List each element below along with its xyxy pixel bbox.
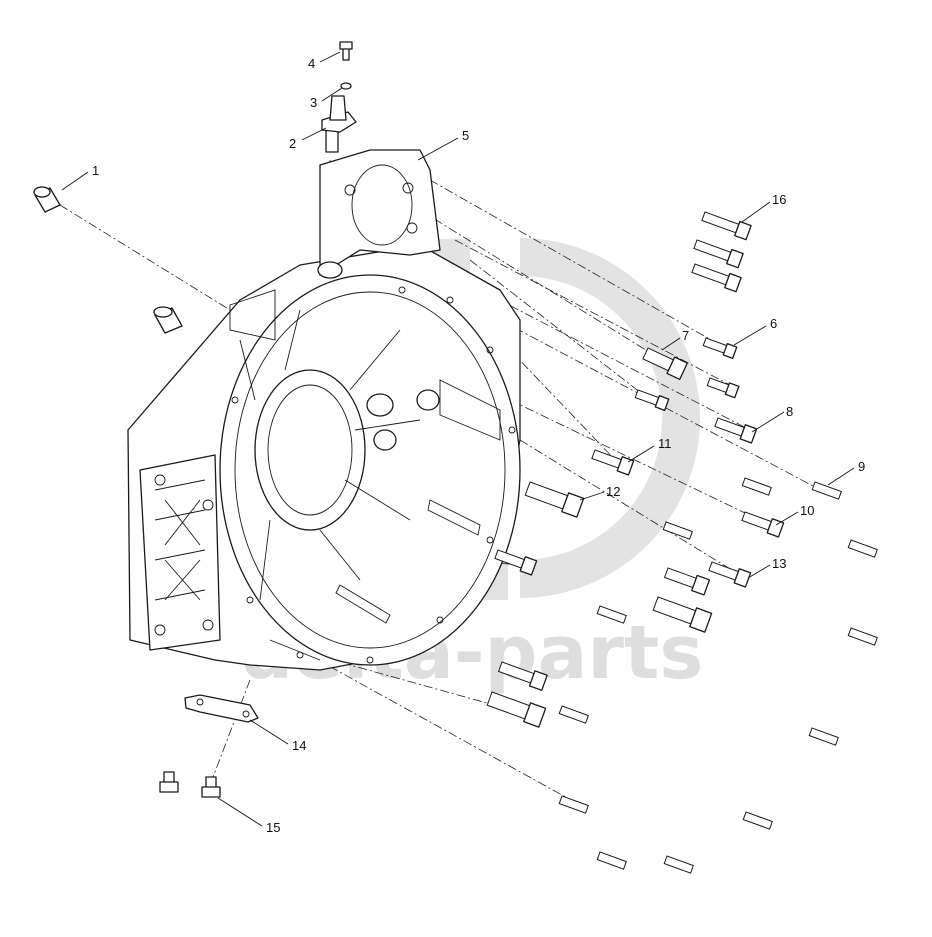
dowel-sleeve-1: [33, 186, 61, 213]
dowel-sleeve-installed: [153, 306, 183, 334]
washer-3: [340, 82, 352, 90]
callout-8: 8: [786, 404, 793, 419]
studs: [558, 477, 878, 874]
callout-14: 14: [292, 738, 306, 753]
callout-13: 13: [772, 556, 786, 571]
bolt-group-16: [691, 211, 752, 293]
callout-9: 9: [858, 459, 865, 474]
bolts-right: [486, 337, 785, 728]
callout-7: 7: [682, 328, 689, 343]
flywheel-housing: [127, 149, 521, 671]
callout-12: 12: [606, 484, 620, 499]
callout-10: 10: [800, 503, 814, 518]
callout-16: 16: [772, 192, 786, 207]
callout-6: 6: [770, 316, 777, 331]
callout-11: 11: [658, 436, 672, 451]
bolt-4: [339, 41, 353, 61]
screws-15: [159, 771, 221, 798]
callout-2: 2: [289, 136, 296, 151]
callout-15: 15: [266, 820, 280, 835]
callout-numbers: 1 2 3 4 5 6 7 8 9 10 11 12 13 14 15 16: [92, 56, 865, 835]
speed-sensor-2: [321, 95, 357, 153]
callout-4: 4: [308, 56, 315, 71]
leader-lines: [61, 51, 855, 827]
callout-5: 5: [462, 128, 469, 143]
callout-1: 1: [92, 163, 99, 178]
callout-3: 3: [310, 95, 317, 110]
cover-plate-14: [184, 694, 259, 723]
